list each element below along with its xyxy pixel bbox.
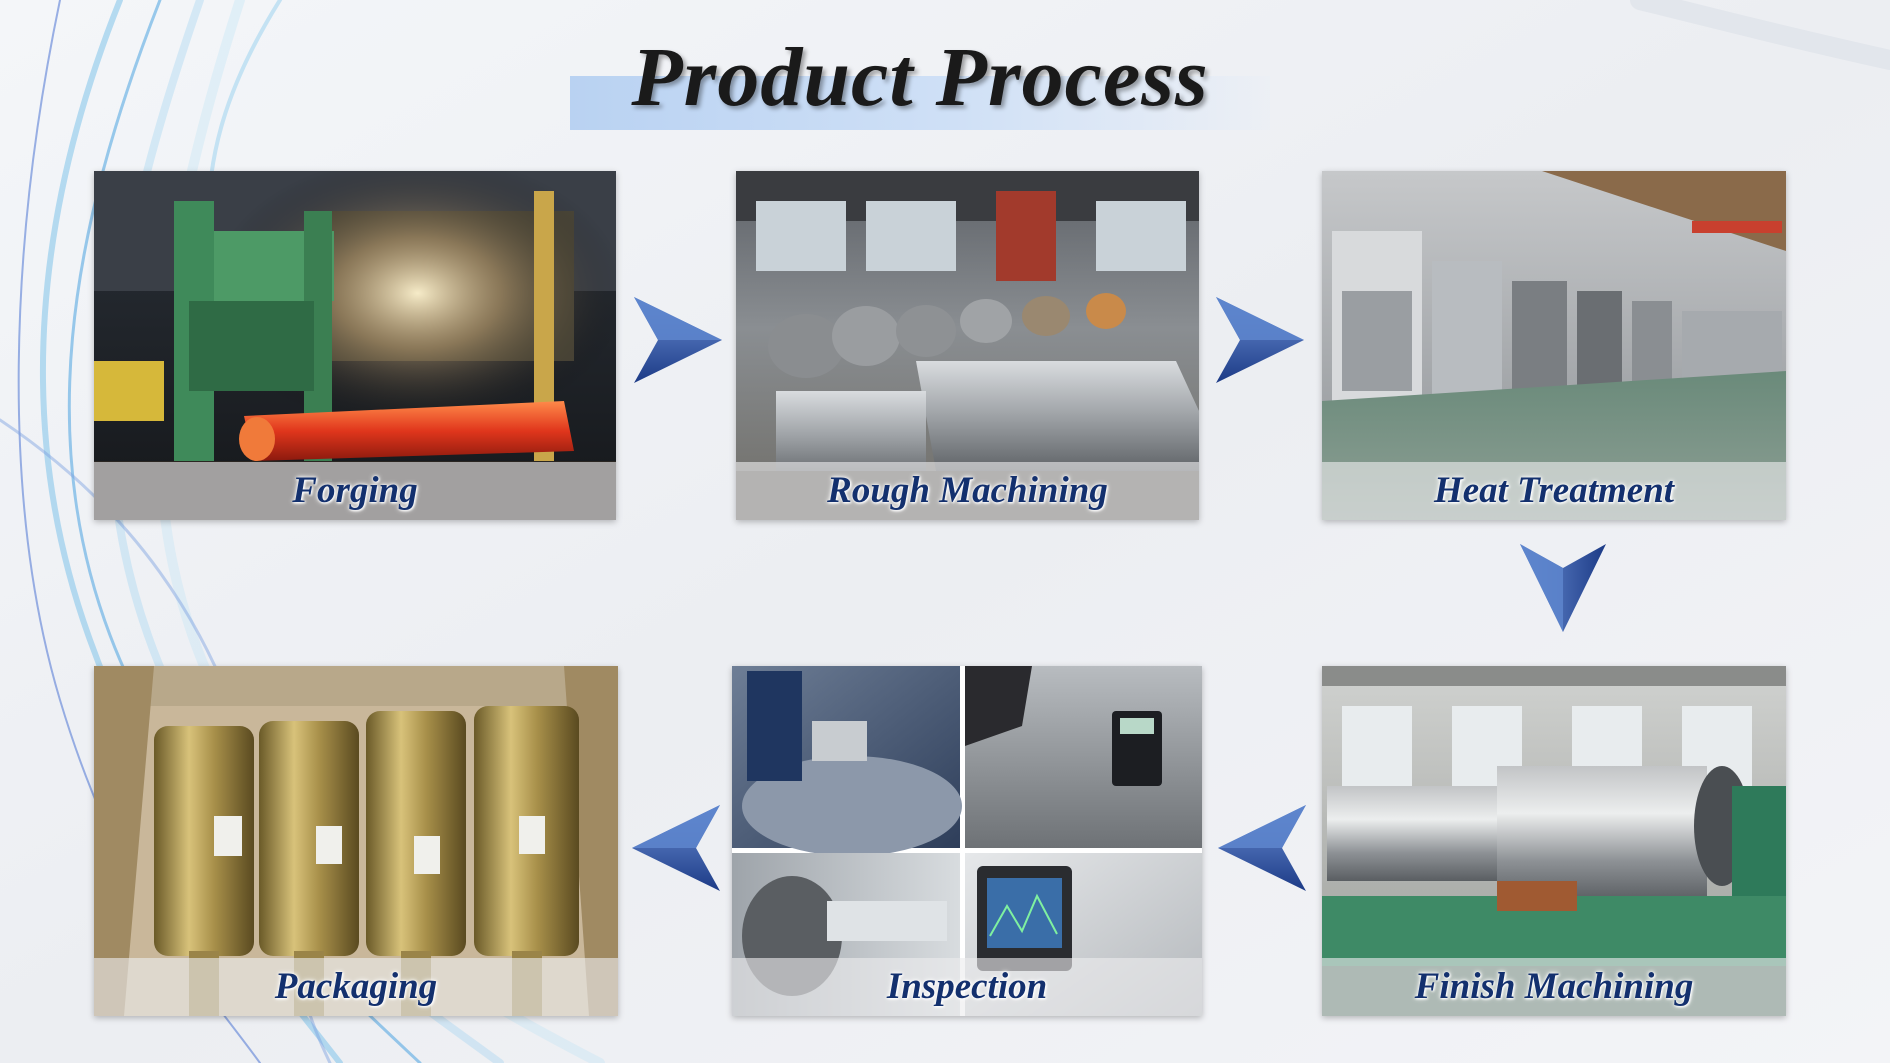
arrow-right-icon xyxy=(634,297,722,383)
step-label-rough-machining: Rough Machining xyxy=(827,470,1108,511)
step-inspection: Inspection xyxy=(732,666,1202,1016)
caption-band xyxy=(94,958,618,1016)
title-block: Product Process xyxy=(570,28,1270,132)
inspection-photo-collage xyxy=(732,666,1202,1016)
step-label-packaging: Packaging xyxy=(274,966,438,1007)
step-rough-machining: Rough Machining xyxy=(736,171,1199,520)
caption-band xyxy=(94,462,616,520)
step-label-inspection: Inspection xyxy=(886,966,1048,1007)
page-title: Product Process xyxy=(631,31,1209,124)
step-label-heat-treatment: Heat Treatment xyxy=(1433,470,1675,511)
title-underline-bar xyxy=(570,76,1270,130)
caption-band xyxy=(1322,958,1786,1016)
arrow-right-icon xyxy=(1216,297,1304,383)
packaging-photo xyxy=(94,666,618,1016)
arrow-left-icon xyxy=(1218,805,1306,891)
step-forging: Forging xyxy=(94,171,616,520)
step-label-forging: Forging xyxy=(292,470,418,511)
caption-band xyxy=(736,462,1199,520)
caption-band xyxy=(1322,462,1786,520)
step-packaging: Packaging xyxy=(94,666,618,1016)
arrow-left-icon xyxy=(632,805,720,891)
finish-machining-photo xyxy=(1322,666,1786,1016)
caption-band xyxy=(732,958,1202,1016)
arrow-down-icon xyxy=(1520,544,1606,632)
step-label-finish-machining: Finish Machining xyxy=(1414,966,1694,1007)
step-heat-treatment: Heat Treatment xyxy=(1322,171,1786,520)
step-finish-machining: Finish Machining xyxy=(1322,666,1786,1016)
